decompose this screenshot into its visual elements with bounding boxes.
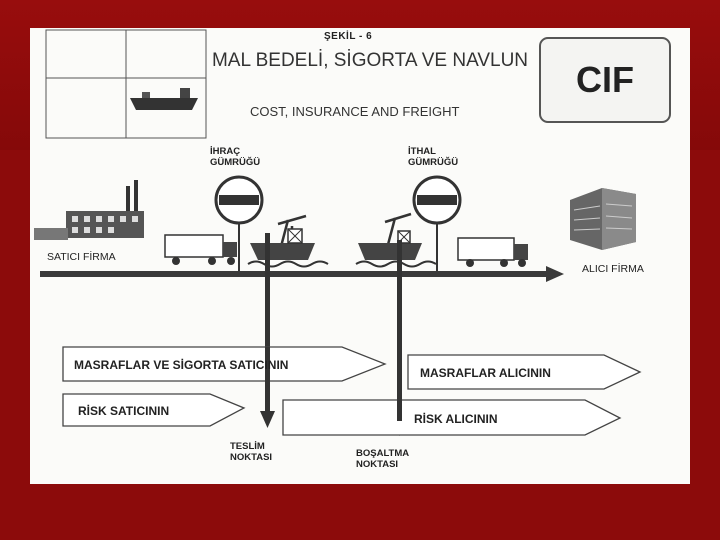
term-badge: CIF bbox=[539, 37, 671, 123]
costs-seller-label: MASRAFLAR VE SİGORTA SATICININ bbox=[74, 358, 288, 372]
unloading-point-label: BOŞALTMA NOKTASI bbox=[356, 448, 409, 470]
unloading-point-arrow-stem bbox=[397, 347, 402, 421]
export-customs-label: İHRAÇ GÜMRÜĞÜ bbox=[210, 146, 260, 168]
figure-title: MAL BEDELİ, SİGORTA VE NAVLUN bbox=[210, 50, 530, 71]
risk-buyer-label: RİSK ALICININ bbox=[414, 412, 498, 426]
factory-icon bbox=[34, 180, 144, 240]
truck-icon bbox=[165, 235, 237, 265]
buyer-label: ALICI FİRMA bbox=[582, 263, 644, 275]
corner-grid bbox=[46, 30, 206, 138]
no-entry-icon bbox=[414, 177, 460, 271]
ship-icon bbox=[248, 229, 328, 267]
export-customs-label-line1: İHRAÇ bbox=[210, 146, 260, 157]
figure-number: ŞEKİL - 6 bbox=[324, 31, 372, 42]
import-customs-label-line1: İTHAL bbox=[408, 146, 458, 157]
costs-buyer-label: MASRAFLAR ALICININ bbox=[420, 366, 551, 380]
ship-icon bbox=[356, 231, 436, 267]
risk-seller-label: RİSK SATICININ bbox=[78, 404, 169, 418]
import-customs-label-line2: GÜMRÜĞÜ bbox=[408, 157, 458, 168]
import-customs-label: İTHAL GÜMRÜĞÜ bbox=[408, 146, 458, 168]
building-icon bbox=[570, 188, 636, 250]
truck-icon bbox=[458, 238, 528, 267]
seller-label: SATICI FİRMA bbox=[47, 251, 116, 263]
delivery-point-label: TESLİM NOKTASI bbox=[230, 441, 272, 463]
export-customs-label-line2: GÜMRÜĞÜ bbox=[210, 157, 260, 168]
delivery-point-label-line1: TESLİM bbox=[230, 441, 272, 452]
unloading-point-label-line2: NOKTASI bbox=[356, 459, 409, 470]
shipping-route-arrow bbox=[40, 266, 564, 282]
delivery-point-label-line2: NOKTASI bbox=[230, 452, 272, 463]
unloading-point-label-line1: BOŞALTMA bbox=[356, 448, 409, 459]
ship-icon bbox=[130, 88, 198, 110]
figure-subtitle: COST, INSURANCE AND FREIGHT bbox=[250, 104, 459, 119]
delivery-point-arrow-stem bbox=[265, 347, 270, 413]
scanned-figure: ŞEKİL - 6 MAL BEDELİ, SİGORTA VE NAVLUN … bbox=[30, 28, 690, 484]
